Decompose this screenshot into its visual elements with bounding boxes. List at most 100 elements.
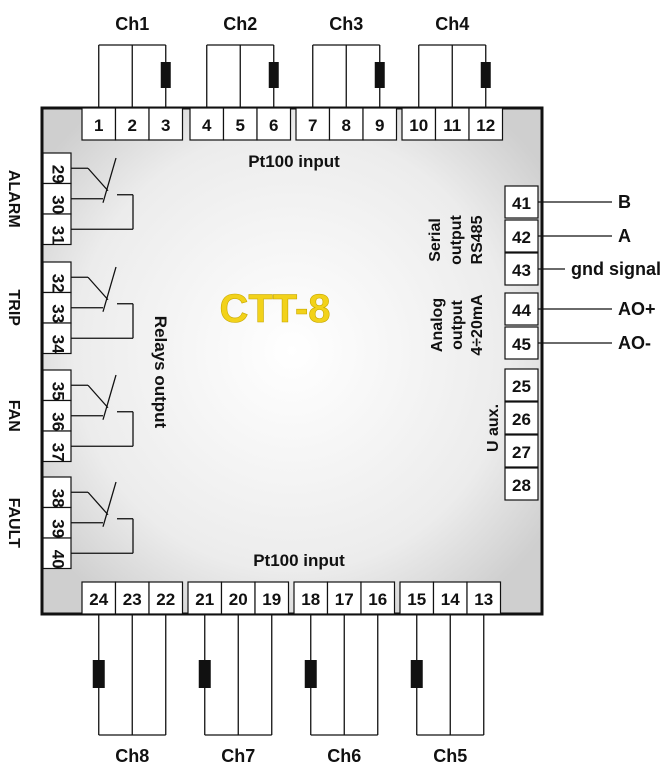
- terminal-28: [504, 467, 539, 501]
- terminal-29: [42, 152, 72, 185]
- terminal-5: [222, 107, 258, 141]
- terminal-number: 29: [49, 165, 68, 184]
- relay-label: TRIP: [5, 290, 22, 327]
- analog-output-label-1: Analog: [429, 298, 446, 352]
- terminal-44: [504, 292, 539, 326]
- terminal-number: 42: [512, 228, 531, 247]
- terminal-34: [42, 322, 72, 355]
- terminal-number: 39: [49, 519, 68, 538]
- terminal-number: 4: [202, 116, 212, 135]
- terminal-number: 19: [262, 590, 281, 609]
- terminal-number: 27: [512, 443, 531, 462]
- terminal-3: [148, 107, 184, 141]
- terminal-number: 13: [474, 590, 493, 609]
- terminal-number: 26: [512, 410, 531, 429]
- terminal-4: [189, 107, 225, 141]
- terminal-number: 16: [368, 590, 387, 609]
- terminal-31: [42, 213, 72, 246]
- terminal-43: [504, 252, 539, 286]
- pt100-sensor-resistor: [198, 660, 211, 688]
- terminal-number: 17: [335, 590, 354, 609]
- channel-label-top: Ch2: [223, 14, 257, 34]
- terminal-27: [504, 434, 539, 468]
- pt100-sensor-resistor: [92, 660, 105, 688]
- terminal-number: 1: [94, 116, 103, 135]
- terminal-number: 20: [229, 590, 248, 609]
- terminal-number: 22: [156, 590, 175, 609]
- relay-contact-switch: [102, 266, 117, 312]
- labels-layer: CTT-8 Pt100 input Pt100 input Relays out…: [151, 152, 502, 570]
- relay-wire: [87, 491, 109, 516]
- terminal-11: [434, 107, 470, 141]
- terminal-33: [42, 291, 72, 324]
- wiring-layer: [71, 44, 612, 736]
- pt100-sensor-resistor: [410, 660, 423, 688]
- terminal-19: [254, 581, 290, 615]
- terminal-number: 40: [49, 550, 68, 569]
- relays-output-label: Relays output: [151, 316, 170, 429]
- terminal-number: 14: [441, 590, 460, 609]
- pt100-sensor-resistor: [160, 62, 171, 88]
- device-title: CTT-8: [219, 287, 330, 331]
- terminal-number: 36: [49, 412, 68, 431]
- relay-label: FAN: [5, 400, 22, 432]
- terminal-number: 45: [512, 335, 531, 354]
- relay-contact-switch: [102, 157, 117, 203]
- pt100-sensor-resistor: [304, 660, 317, 688]
- terminal-number: 2: [128, 116, 137, 135]
- output-label: gnd signal: [571, 259, 661, 279]
- channel-label-bottom: Ch8: [115, 746, 149, 766]
- terminal-number: 37: [49, 443, 68, 462]
- terminal-8: [328, 107, 364, 141]
- channel-label-bottom: Ch7: [221, 746, 255, 766]
- terminal-number: 21: [195, 590, 214, 609]
- relay-wire: [87, 276, 109, 301]
- relay-label: ALARM: [5, 170, 22, 228]
- output-label: AO-: [618, 333, 651, 353]
- uaux-label: U aux.: [485, 404, 502, 452]
- terminal-number: 12: [476, 116, 495, 135]
- terminal-36: [42, 399, 72, 432]
- channel-label-top: Ch3: [329, 14, 363, 34]
- relay-wire: [87, 167, 109, 192]
- terminal-number: 10: [409, 116, 428, 135]
- terminal-1: [81, 107, 117, 141]
- channel-label-top: Ch4: [435, 14, 469, 34]
- terminal-number: 38: [49, 489, 68, 508]
- terminal-40: [42, 537, 72, 570]
- terminal-45: [504, 326, 539, 360]
- terminal-number: 24: [89, 590, 108, 609]
- terminal-9: [362, 107, 398, 141]
- pt100-sensor-resistor: [374, 62, 385, 88]
- output-label: A: [618, 226, 631, 246]
- terminal-6: [256, 107, 292, 141]
- terminal-number: 7: [308, 116, 317, 135]
- terminal-number: 33: [49, 304, 68, 323]
- terminal-number: 28: [512, 476, 531, 495]
- terminal-number: 9: [375, 116, 384, 135]
- terminal-37: [42, 430, 72, 463]
- terminal-number: 15: [407, 590, 426, 609]
- terminal-14: [432, 581, 468, 615]
- output-label: AO+: [618, 299, 656, 319]
- terminal-number: 18: [301, 590, 320, 609]
- terminal-number: 30: [49, 195, 68, 214]
- terminal-24: [81, 581, 117, 615]
- analog-output-label-3: 4÷20mA: [469, 294, 486, 356]
- pt100-sensor-resistor: [480, 62, 491, 88]
- terminal-number: 11: [443, 116, 461, 135]
- serial-output-label-3: RS485: [469, 215, 486, 264]
- terminal-number: 5: [236, 116, 245, 135]
- terminal-12: [468, 107, 504, 141]
- terminal-41: [504, 185, 539, 219]
- relay-label: FAULT: [5, 498, 22, 549]
- terminal-number: 34: [49, 335, 68, 354]
- relay-contact-switch: [102, 374, 117, 420]
- serial-output-label-2: output: [448, 214, 465, 264]
- terminal-23: [114, 581, 150, 615]
- terminal-number: 43: [512, 261, 531, 280]
- terminal-number: 8: [342, 116, 351, 135]
- terminal-number: 44: [512, 301, 531, 320]
